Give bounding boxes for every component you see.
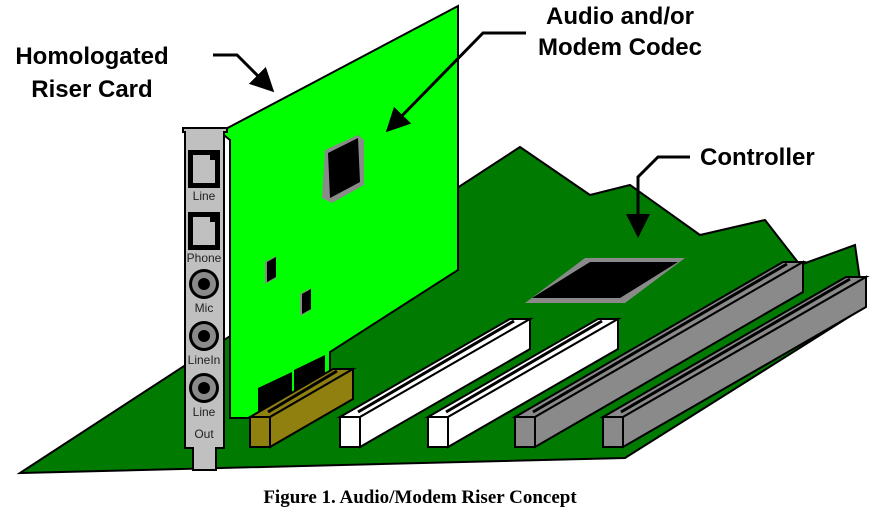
port-label: Phone xyxy=(187,251,222,265)
controller-chip xyxy=(525,258,685,303)
codec-chip xyxy=(322,135,364,203)
audio-jack-icon xyxy=(198,330,210,342)
slot-opening xyxy=(532,262,788,414)
pci-slot-1 xyxy=(336,317,534,449)
port-label-line2: Out xyxy=(194,427,214,441)
port-line: Line xyxy=(188,150,220,203)
isa-slot-2 xyxy=(599,275,870,449)
expansion-slots xyxy=(246,260,870,449)
slot-opening xyxy=(267,369,338,414)
figure-caption: Figure 1. Audio/Modem Riser Concept xyxy=(263,487,577,508)
riser-card-label-line1: Homologated xyxy=(15,43,168,70)
port-phone: Phone xyxy=(187,212,222,265)
audio-jack-icon xyxy=(198,278,210,290)
port-linein: LineIn xyxy=(188,321,221,367)
slot-opening xyxy=(357,319,515,414)
codec-label-line2: Modem Codec xyxy=(538,34,702,61)
port-label: LineIn xyxy=(188,353,221,367)
controller-label: Controller xyxy=(700,144,815,171)
riser-card-label-line2: Riser Card xyxy=(31,76,152,103)
isa-slot-1 xyxy=(511,260,807,449)
codec-label-line1: Audio and/or xyxy=(546,3,694,30)
slot-opening xyxy=(620,277,851,414)
codec-arrow xyxy=(385,31,526,133)
port-mic: Mic xyxy=(189,269,219,315)
small-chip-2 xyxy=(300,288,311,316)
port-label: Line xyxy=(193,405,216,419)
audio-jack-icon xyxy=(198,382,210,394)
amr-slot xyxy=(246,367,357,449)
port-label: Mic xyxy=(195,301,214,315)
small-chip-1 xyxy=(265,256,276,284)
slot-opening xyxy=(445,319,603,414)
pci-slot-2 xyxy=(424,317,622,449)
riser-card-arrow xyxy=(213,53,275,93)
controller-arrow xyxy=(626,155,690,238)
port-label: Line xyxy=(193,189,216,203)
